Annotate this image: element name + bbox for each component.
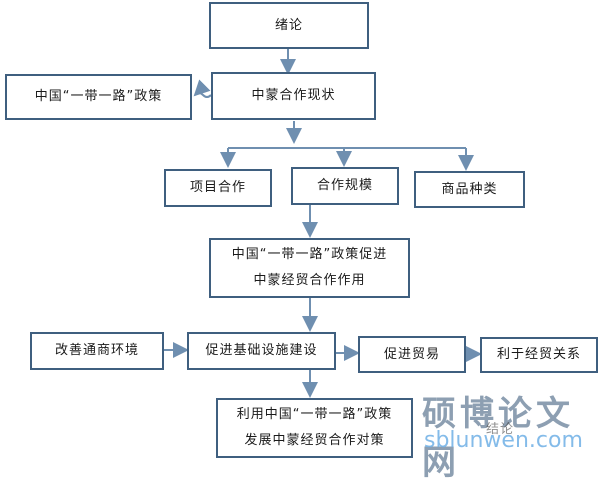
node-env-label: 改善通商环境 [54, 343, 139, 358]
node-trade: 促进贸易 [358, 336, 466, 373]
node-goods: 商品种类 [414, 171, 525, 208]
node-policy: 中国“一带一路”政策 [5, 74, 192, 120]
node-projects-label: 项目合作 [189, 180, 246, 195]
node-strategy-line2: 发展中蒙经贸合作对策 [244, 433, 385, 448]
node-scale-label: 合作规模 [316, 178, 373, 193]
watermark: 硕博论文网 结论 sblunwen.com [414, 384, 602, 483]
node-status: 中蒙合作现状 [211, 72, 376, 120]
node-strategy-line1: 利用中国“一带一路”政策 [236, 407, 393, 422]
node-strategy: 利用中国“一带一路”政策 发展中蒙经贸合作对策 [216, 398, 413, 458]
node-relations-label: 利于经贸关系 [496, 347, 581, 362]
node-policy-label: 中国“一带一路”政策 [34, 89, 163, 104]
watermark-url: sblunwen.com [424, 428, 583, 453]
node-intro: 绪论 [209, 2, 369, 49]
node-promote-line2: 中蒙经贸合作作用 [253, 273, 366, 288]
node-env: 改善通商环境 [30, 332, 164, 370]
node-projects: 项目合作 [164, 169, 272, 207]
node-infra: 促进基础设施建设 [187, 332, 336, 370]
connector-layer [164, 49, 482, 398]
node-goods-label: 商品种类 [441, 181, 498, 197]
node-scale: 合作规模 [291, 167, 399, 205]
node-promote: 中国“一带一路”政策促进 中蒙经贸合作作用 [209, 238, 410, 298]
node-intro-label: 绪论 [274, 17, 303, 33]
watermark-overlap-text: 结论 [486, 422, 515, 437]
node-promote-line1: 中国“一带一路”政策促进 [231, 247, 388, 262]
node-trade-label: 促进贸易 [383, 346, 440, 362]
node-status-label: 中蒙合作现状 [251, 88, 336, 103]
node-relations: 利于经贸关系 [480, 337, 598, 373]
arrow-status-policy [193, 79, 212, 98]
node-infra-label: 促进基础设施建设 [205, 343, 318, 358]
